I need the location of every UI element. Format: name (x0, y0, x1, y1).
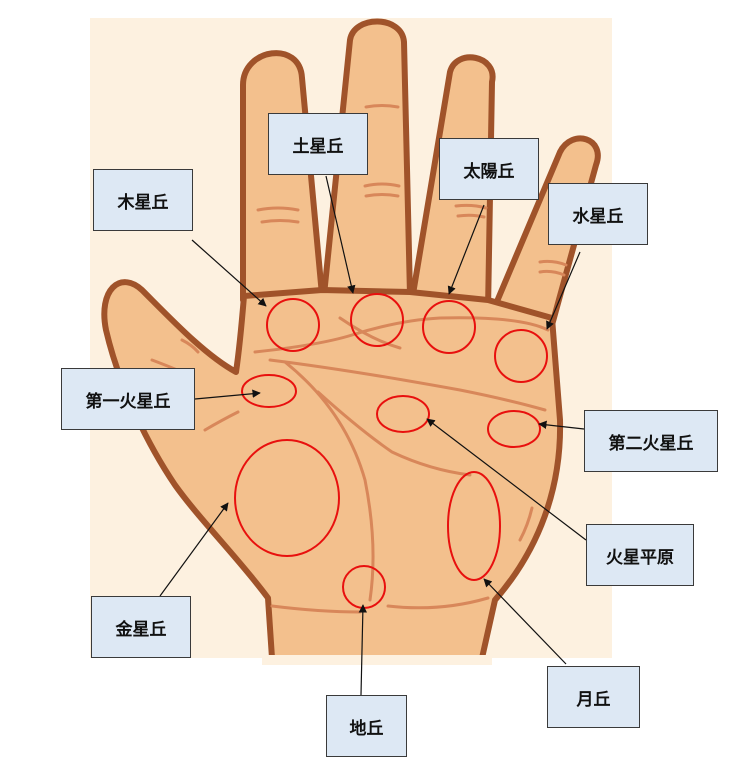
label-mars-plain: 火星平原 (586, 524, 694, 586)
hill-circles (234, 293, 548, 609)
mercury-arrow (546, 251, 581, 330)
label-mars2-hill: 第二火星丘 (584, 410, 718, 472)
mercury-hill-circle (494, 329, 548, 383)
label-saturn-hill: 土星丘 (268, 113, 368, 175)
palm-bottom-cut (262, 655, 492, 665)
finger-creases (150, 104, 568, 374)
mars-plain-circle (376, 395, 430, 433)
palm-lines (203, 316, 550, 614)
mars1-arrow (194, 389, 261, 400)
label-mars1-hill: 第一火星丘 (61, 368, 195, 430)
jupiter-hill-circle (266, 298, 320, 352)
sun-arrow (447, 204, 485, 295)
arrows (159, 175, 587, 696)
moon-hill-circle (447, 471, 501, 581)
venus-hill-circle (234, 439, 340, 557)
jupiter-arrow (191, 239, 267, 307)
earth-arrow (358, 604, 368, 696)
label-moon-hill: 月丘 (547, 666, 640, 728)
saturn-arrow (325, 175, 356, 294)
label-jupiter-hill: 木星丘 (93, 169, 193, 231)
label-sun-hill: 太陽丘 (439, 138, 539, 200)
venus-arrow (159, 502, 229, 597)
label-earth-hill: 地丘 (326, 695, 407, 757)
sun-hill-circle (422, 300, 476, 354)
moon-arrow (483, 578, 567, 665)
mars2-arrow (538, 420, 585, 430)
mars-plain-arrow (426, 418, 587, 541)
mars1-hill-circle (241, 374, 297, 408)
label-mercury-hill: 水星丘 (548, 183, 648, 245)
saturn-hill-circle (350, 293, 404, 347)
label-venus-hill: 金星丘 (91, 596, 191, 658)
